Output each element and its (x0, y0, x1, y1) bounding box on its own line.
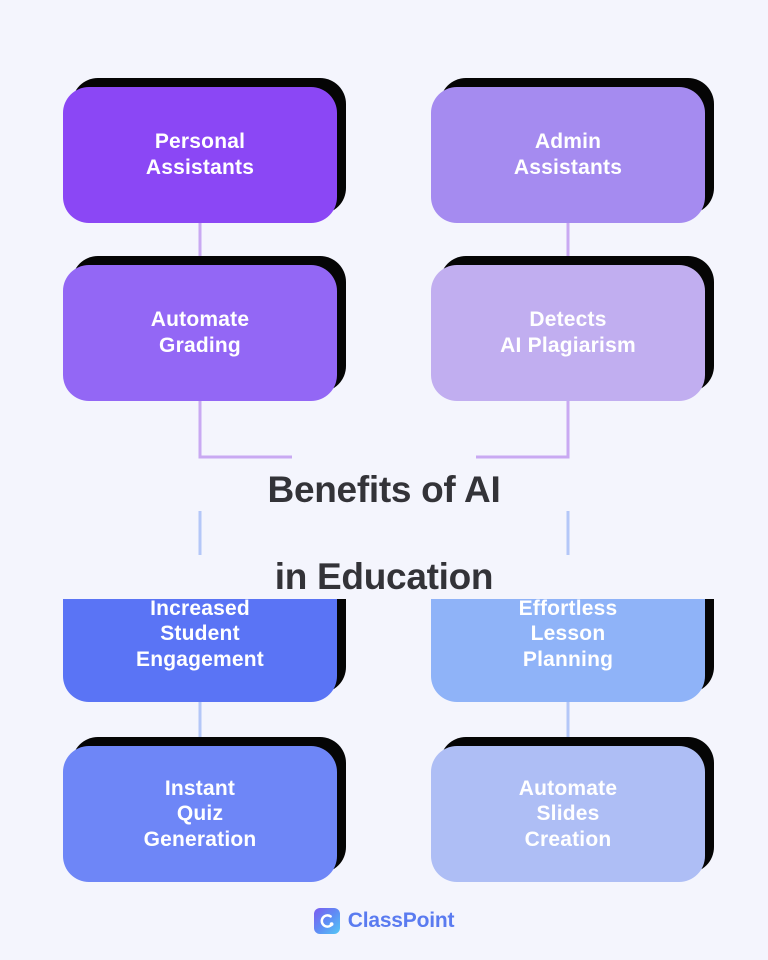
card-label: Detects AI Plagiarism (500, 308, 636, 357)
page-title-line-2: in Education (0, 554, 768, 599)
footer-brand: ClassPoint (0, 908, 768, 934)
card-face: Detects AI Plagiarism (431, 265, 705, 401)
page-title: Benefits of AI in Education (0, 424, 768, 642)
card-detects-ai-plagiarism[interactable]: Detects AI Plagiarism (431, 256, 714, 401)
card-label: Personal Assistants (145, 130, 255, 179)
card-face: Instant Quiz Generation (63, 746, 337, 882)
card-label: Effortless Lesson Planning (518, 596, 618, 671)
card-automate-slides-creation[interactable]: Automate Slides Creation (431, 737, 714, 882)
card-label: Automate Grading (150, 308, 250, 357)
card-label: Instant Quiz Generation (143, 776, 257, 851)
card-face: Admin Assistants (431, 87, 705, 223)
card-instant-quiz-generation[interactable]: Instant Quiz Generation (63, 737, 346, 882)
card-face: Automate Slides Creation (431, 746, 705, 882)
card-admin-assistants[interactable]: Admin Assistants (431, 78, 714, 223)
card-face: Personal Assistants (63, 87, 337, 223)
page-title-line-1: Benefits of AI (0, 467, 768, 512)
card-automate-grading[interactable]: Automate Grading (63, 256, 346, 401)
card-label: Increased Student Engagement (135, 596, 265, 671)
card-label: Admin Assistants (513, 130, 623, 179)
card-label: Automate Slides Creation (518, 776, 618, 851)
classpoint-logo-icon (313, 908, 340, 934)
card-face: Automate Grading (63, 265, 337, 401)
card-personal-assistants[interactable]: Personal Assistants (63, 78, 346, 223)
brand-name: ClassPoint (347, 909, 455, 932)
